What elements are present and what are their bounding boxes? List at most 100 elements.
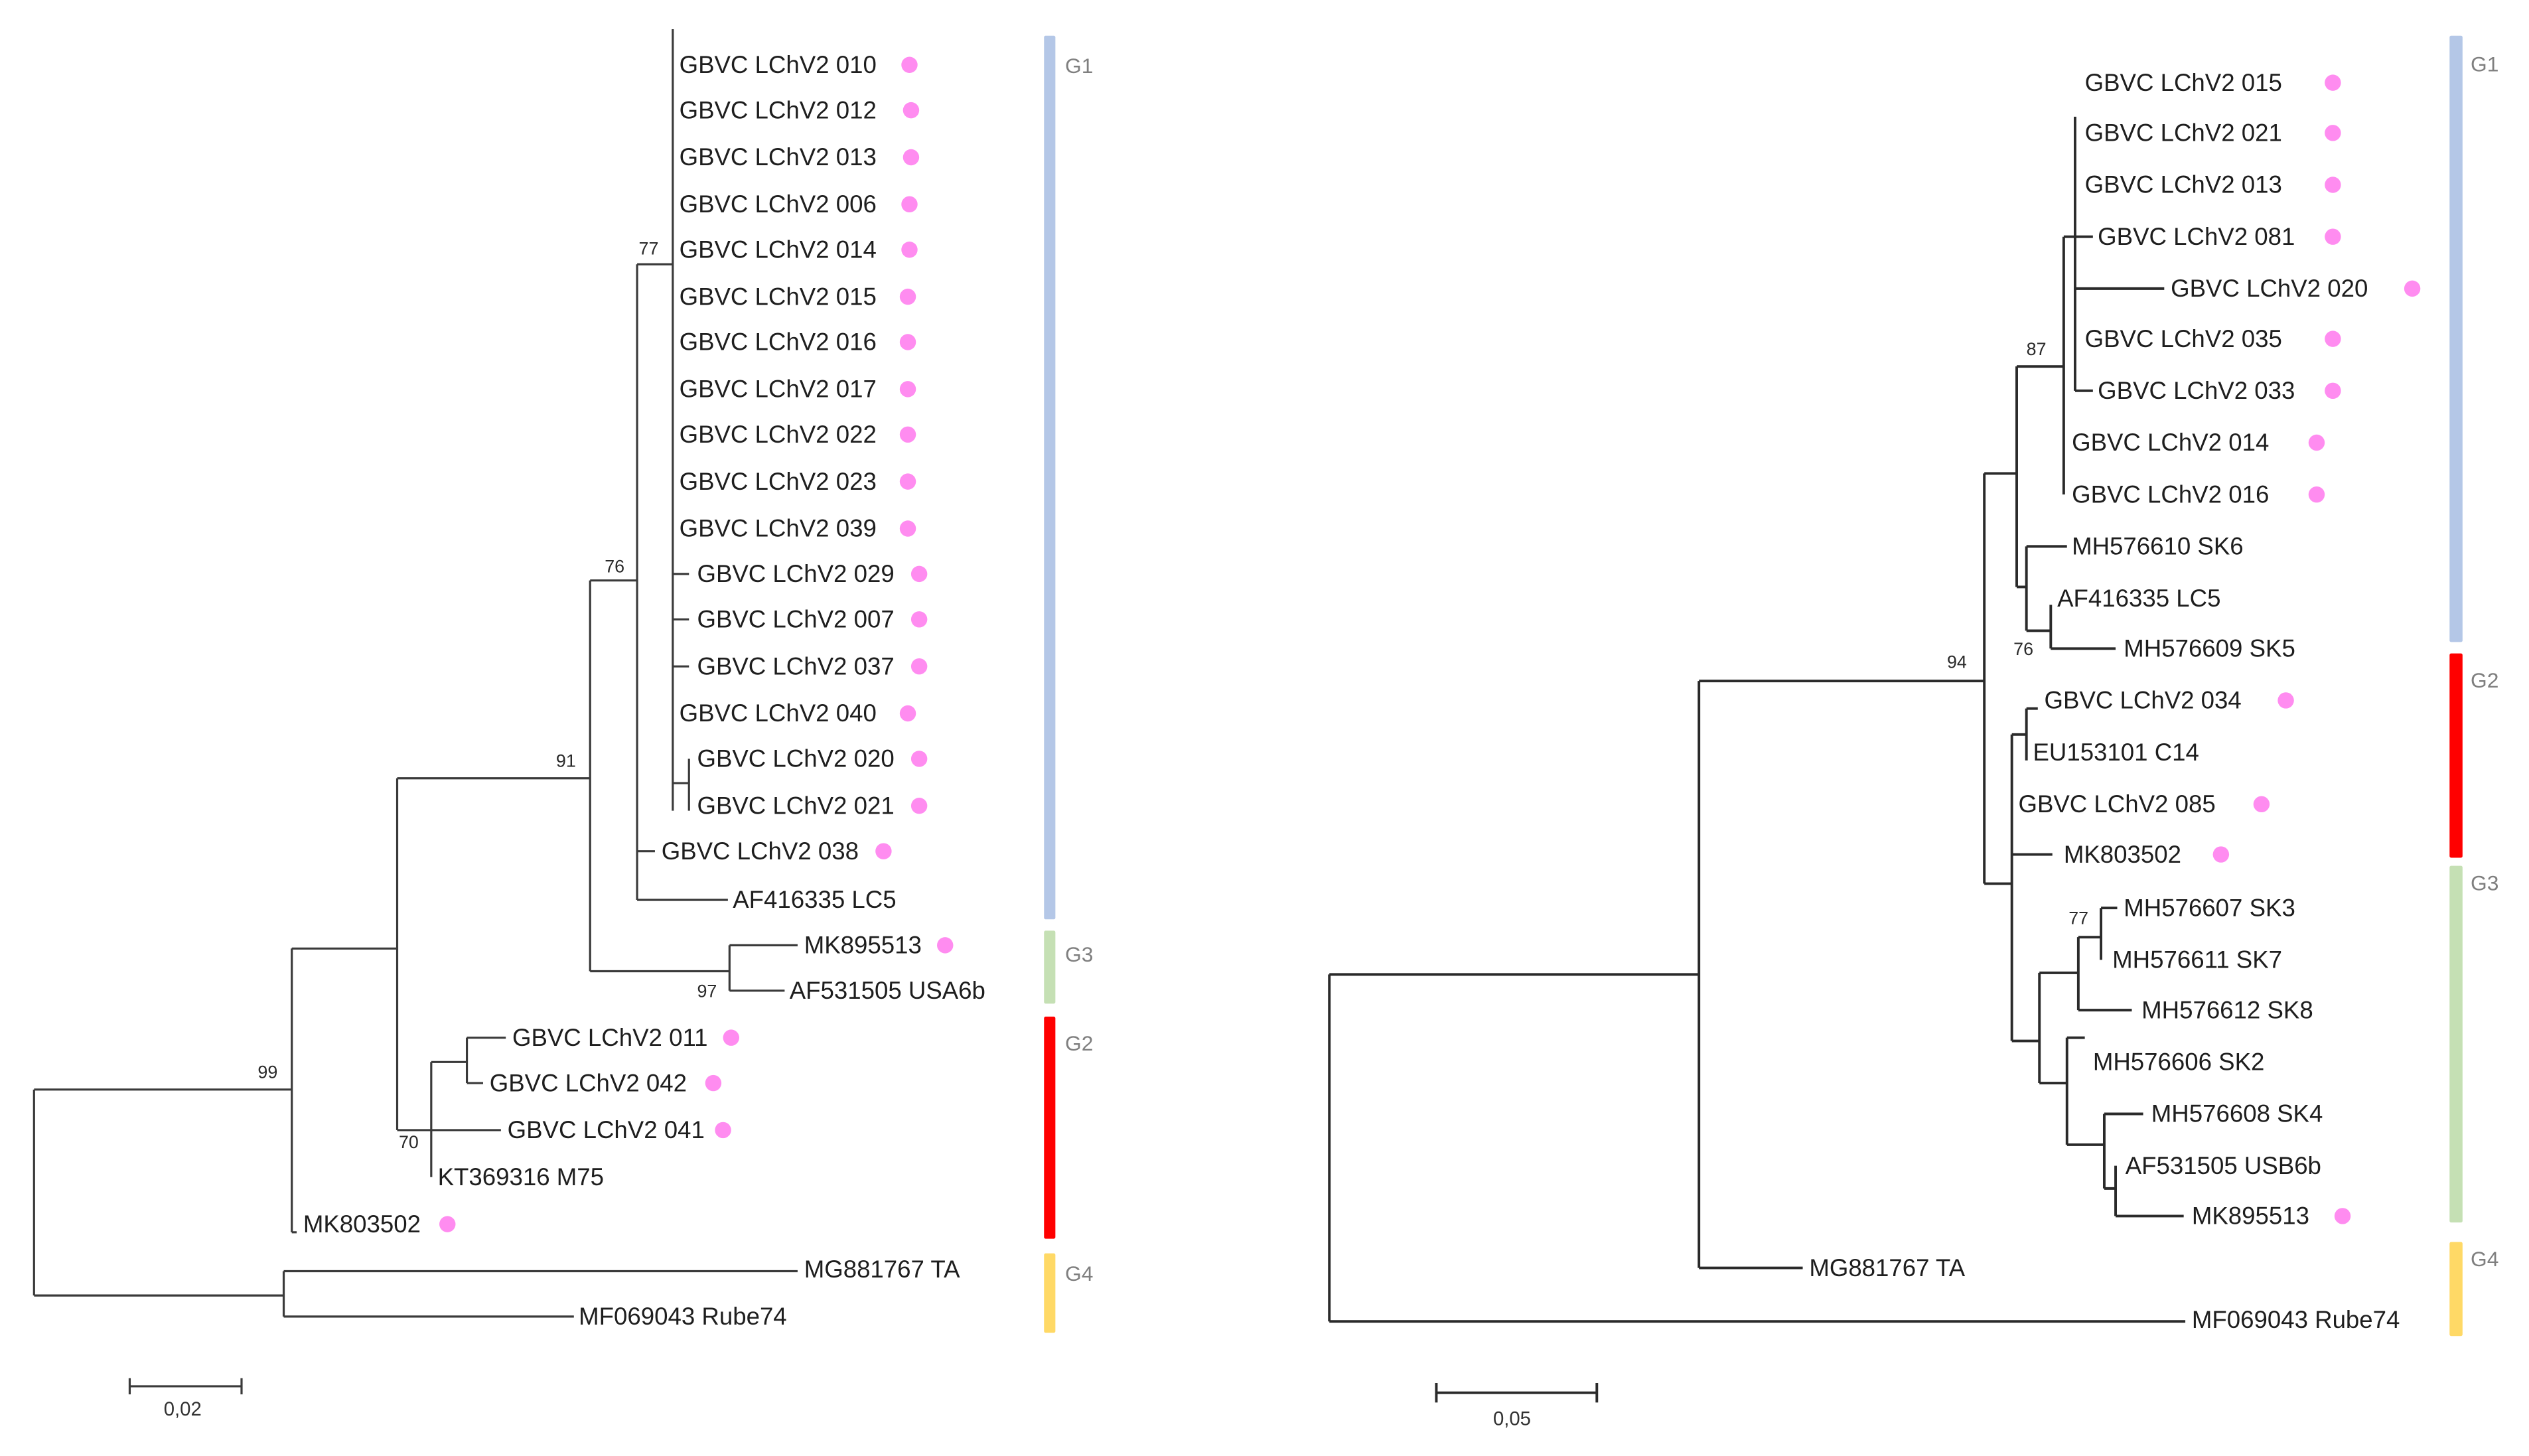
marker-dot-icon xyxy=(2325,330,2341,347)
marker-dot-icon xyxy=(903,102,920,119)
left-tree-marker-dots xyxy=(439,56,954,1232)
right-scale-bar: 0,05 xyxy=(1435,1383,1599,1430)
marker-dot-icon xyxy=(901,56,918,73)
tip-label: GBVC LChV2 016 xyxy=(2072,480,2269,508)
tip-label: GBVC LChV2 014 xyxy=(680,236,877,263)
group-label-g1: G1 xyxy=(1065,54,1093,78)
marker-dot-icon xyxy=(903,149,920,166)
marker-dot-icon xyxy=(2308,434,2325,451)
marker-dot-icon xyxy=(899,334,916,350)
tip-label: GBVC LChV2 021 xyxy=(2085,119,2282,147)
group-label-g3: G3 xyxy=(2471,871,2498,895)
tip-label: KT369316 M75 xyxy=(438,1163,604,1191)
marker-dot-icon xyxy=(705,1074,722,1092)
group-bar-g1 xyxy=(1044,35,1056,920)
marker-dot-icon xyxy=(875,843,892,859)
right-tree-tips: GBVC LChV2 015 GBVC LChV2 021 GBVC LChV2… xyxy=(1809,69,2400,1333)
tip-label: GBVC LChV2 029 xyxy=(697,560,894,587)
marker-dot-icon xyxy=(899,705,916,722)
tip-label: GBVC LChV2 041 xyxy=(508,1116,705,1143)
tip-label: MG881767 TA xyxy=(1809,1254,1965,1281)
tip-label: MG881767 TA xyxy=(804,1256,960,1283)
marker-dot-icon xyxy=(901,242,918,258)
marker-dot-icon xyxy=(899,381,916,398)
marker-dot-icon xyxy=(910,798,928,814)
tip-label: GBVC LChV2 035 xyxy=(2085,325,2282,352)
group-bar-g2 xyxy=(2449,653,2463,858)
group-label-g1: G1 xyxy=(2471,52,2498,76)
tip-label: GBVC LChV2 042 xyxy=(490,1069,687,1096)
marker-dot-icon xyxy=(899,473,916,490)
marker-dot-icon xyxy=(899,288,916,305)
tip-label: GBVC LChV2 010 xyxy=(680,51,877,78)
bootstrap-label: 76 xyxy=(605,556,624,576)
group-bar-g4 xyxy=(2449,1242,2463,1337)
left-tree: 77 76 91 97 99 70 GBVC LChV2 010 GBVC LC… xyxy=(33,29,1093,1420)
tip-label: GBVC LChV2 015 xyxy=(2085,69,2282,96)
marker-dot-icon xyxy=(439,1216,456,1232)
tip-label: MH576608 SK4 xyxy=(2151,1100,2323,1128)
group-label-g4: G4 xyxy=(1065,1262,1093,1285)
marker-dot-icon xyxy=(2325,228,2341,245)
tip-label: MH576606 SK2 xyxy=(2093,1049,2265,1076)
marker-dot-icon xyxy=(901,196,918,213)
right-tree: 87 76 94 77 GBVC LChV2 015 GBVC LChV2 02… xyxy=(1328,35,2498,1430)
tip-label: AF416335 LC5 xyxy=(733,886,896,913)
group-label-g3: G3 xyxy=(1065,942,1093,966)
scale-bar-label: 0,02 xyxy=(164,1398,202,1420)
tip-label: GBVC LChV2 017 xyxy=(680,376,877,403)
tip-label: GBVC LChV2 037 xyxy=(697,652,894,680)
tip-label: GBVC LChV2 033 xyxy=(2098,377,2295,404)
marker-dot-icon xyxy=(723,1029,739,1046)
marker-dot-icon xyxy=(2253,796,2270,813)
tip-label: MH576610 SK6 xyxy=(2072,533,2244,560)
group-label-g2: G2 xyxy=(1065,1031,1093,1055)
marker-dot-icon xyxy=(910,611,928,628)
marker-dot-icon xyxy=(2404,280,2421,297)
marker-dot-icon xyxy=(715,1122,731,1139)
marker-dot-icon xyxy=(910,565,928,583)
marker-dot-icon xyxy=(2325,177,2341,193)
tip-label: MK803502 xyxy=(2064,841,2181,868)
bootstrap-label: 76 xyxy=(2013,639,2033,659)
marker-dot-icon xyxy=(910,658,928,675)
tip-label: AF531505 USB6b xyxy=(2126,1152,2321,1179)
tip-label: GBVC LChV2 023 xyxy=(680,468,877,495)
tip-label: GBVC LChV2 081 xyxy=(2098,223,2295,250)
tip-label: GBVC LChV2 021 xyxy=(697,792,894,819)
scale-bar-label: 0,05 xyxy=(1493,1408,1531,1430)
group-label-g4: G4 xyxy=(2471,1247,2498,1271)
tip-label: AF531505 USA6b xyxy=(790,977,985,1004)
marker-dot-icon xyxy=(899,426,916,443)
marker-dot-icon xyxy=(937,937,954,954)
group-label-g2: G2 xyxy=(2471,668,2498,692)
bootstrap-label: 77 xyxy=(639,239,659,259)
tip-label: MH576609 SK5 xyxy=(2124,634,2295,662)
bootstrap-label: 87 xyxy=(2027,339,2047,359)
group-bar-g2 xyxy=(1044,1016,1056,1239)
tip-label: GBVC LChV2 034 xyxy=(2045,687,2242,714)
tip-label: GBVC LChV2 040 xyxy=(680,699,877,727)
marker-dot-icon xyxy=(2308,486,2325,503)
tip-label: AF416335 LC5 xyxy=(2057,585,2220,612)
group-bar-g3 xyxy=(2449,865,2463,1223)
tip-label: EU153101 C14 xyxy=(2033,739,2199,766)
tip-label: GBVC LChV2 022 xyxy=(680,421,877,448)
marker-dot-icon xyxy=(899,520,916,537)
group-bar-g4 xyxy=(1044,1253,1056,1333)
tip-label: GBVC LChV2 013 xyxy=(2085,171,2282,198)
tip-label: MH576607 SK3 xyxy=(2124,894,2295,921)
tip-label: MK803502 xyxy=(303,1210,421,1238)
marker-dot-icon xyxy=(2277,692,2294,709)
bootstrap-label: 99 xyxy=(257,1062,277,1082)
tip-label: MF069043 Rube74 xyxy=(2192,1306,2400,1333)
left-tree-tips: GBVC LChV2 010 GBVC LChV2 012 GBVC LChV2… xyxy=(303,51,985,1330)
tip-label: MK895513 xyxy=(804,932,922,959)
tip-label: GBVC LChV2 020 xyxy=(2171,275,2368,302)
marker-dot-icon xyxy=(2325,74,2341,91)
tip-label: GBVC LChV2 039 xyxy=(680,515,877,542)
right-tree-group-bars: G1 G2 G3 G4 xyxy=(2449,35,2498,1337)
marker-dot-icon xyxy=(910,751,928,767)
right-tree-branches xyxy=(1328,116,2186,1323)
